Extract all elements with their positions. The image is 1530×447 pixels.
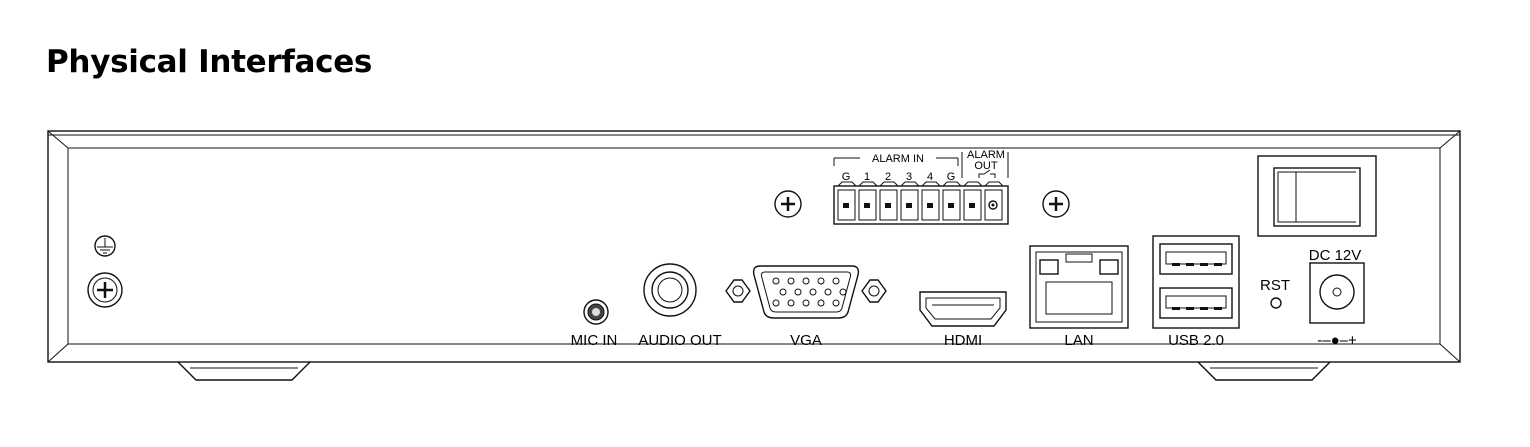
dc-power-jack[interactable] — [1309, 262, 1365, 324]
chassis — [47, 130, 1461, 363]
foot-left — [177, 361, 311, 381]
dc-polarity-label: -–●–+ — [1317, 332, 1357, 349]
mic-in-jack[interactable] — [583, 299, 609, 325]
audio-out-label: AUDIO OUT — [638, 332, 721, 349]
pin-label: G — [947, 171, 956, 183]
reset-button[interactable] — [1270, 297, 1282, 309]
audio-out-jack[interactable] — [643, 263, 697, 317]
alarm-out-label-2: OUT — [974, 160, 998, 172]
lan-port[interactable] — [1029, 245, 1129, 329]
rst-label: RST — [1260, 277, 1290, 294]
screw-left — [774, 190, 802, 218]
hdmi-label: HDMI — [944, 332, 982, 349]
screw-right — [1042, 190, 1070, 218]
vga-label: VGA — [790, 332, 822, 349]
pin-label: 3 — [906, 171, 912, 183]
power-switch[interactable] — [1257, 155, 1377, 237]
ground-icon — [94, 235, 116, 257]
alarm-in-label: ALARM IN — [872, 153, 924, 165]
mic-in-label: MIC IN — [571, 332, 618, 349]
pin-label: 1 — [864, 171, 870, 183]
pin-label: 2 — [885, 171, 891, 183]
foot-right — [1197, 361, 1331, 381]
hdmi-port[interactable] — [919, 291, 1007, 327]
usb-ports[interactable] — [1152, 235, 1240, 329]
vga-port[interactable] — [725, 265, 887, 319]
alarm-terminal-block: ALARM IN ALARM OUT G 1 2 3 4 G — [833, 149, 1009, 225]
lan-label: LAN — [1064, 332, 1093, 349]
ground-screw — [87, 272, 123, 308]
alarm-out-label-1: ALARM — [967, 149, 1005, 161]
usb-label: USB 2.0 — [1168, 332, 1224, 349]
dc-label: DC 12V — [1309, 247, 1362, 264]
pin-label: G — [842, 171, 851, 183]
pin-label: 4 — [927, 171, 933, 183]
page-title: Physical Interfaces — [46, 44, 373, 80]
